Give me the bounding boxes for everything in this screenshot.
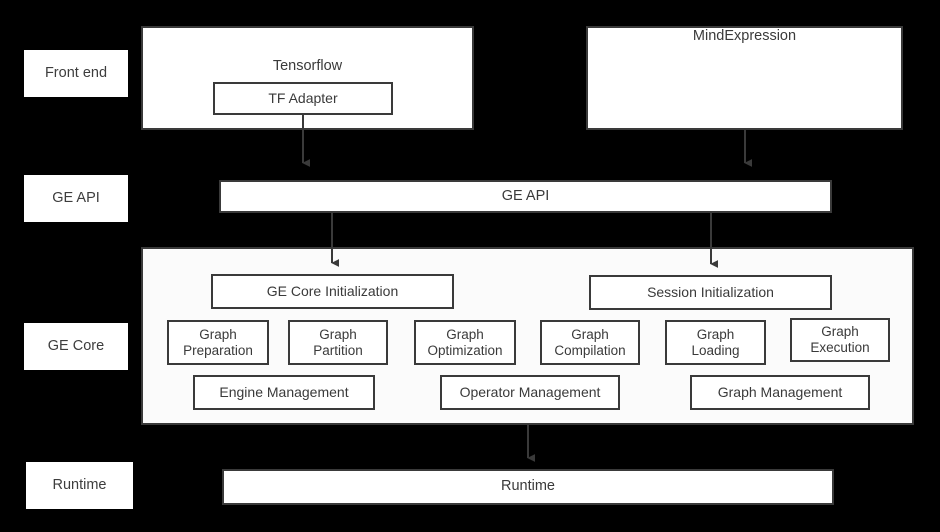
graph-compilation-box[interactable]: Graph Compilation xyxy=(540,320,640,365)
session-initialization-box[interactable]: Session Initialization xyxy=(589,275,832,310)
tf-adapter-box[interactable]: TF Adapter xyxy=(213,82,393,115)
engine-management-box[interactable]: Engine Management xyxy=(193,375,375,410)
stage-label-ge-core: GE Core xyxy=(24,323,128,370)
stage-label-front-end: Front end xyxy=(24,50,128,97)
operator-management-box[interactable]: Operator Management xyxy=(440,375,620,410)
graph-optimization-box[interactable]: Graph Optimization xyxy=(414,320,516,365)
stage-label-runtime: Runtime xyxy=(26,462,133,509)
mindexpression-label: MindExpression xyxy=(692,28,797,44)
graph-management-box[interactable]: Graph Management xyxy=(690,375,870,410)
stage-label-ge-api: GE API xyxy=(24,175,128,222)
graph-preparation-box[interactable]: Graph Preparation xyxy=(167,320,269,365)
ge-api-bar[interactable]: GE API xyxy=(219,180,832,213)
runtime-bar[interactable]: Runtime xyxy=(222,469,834,505)
graph-partition-box[interactable]: Graph Partition xyxy=(288,320,388,365)
ge-core-initialization-box[interactable]: GE Core Initialization xyxy=(211,274,454,309)
mindexpression-container[interactable]: MindExpression xyxy=(586,26,903,130)
tensorflow-label: Tensorflow xyxy=(272,58,343,74)
graph-loading-box[interactable]: Graph Loading xyxy=(665,320,766,365)
graph-execution-box[interactable]: Graph Execution xyxy=(790,318,890,362)
